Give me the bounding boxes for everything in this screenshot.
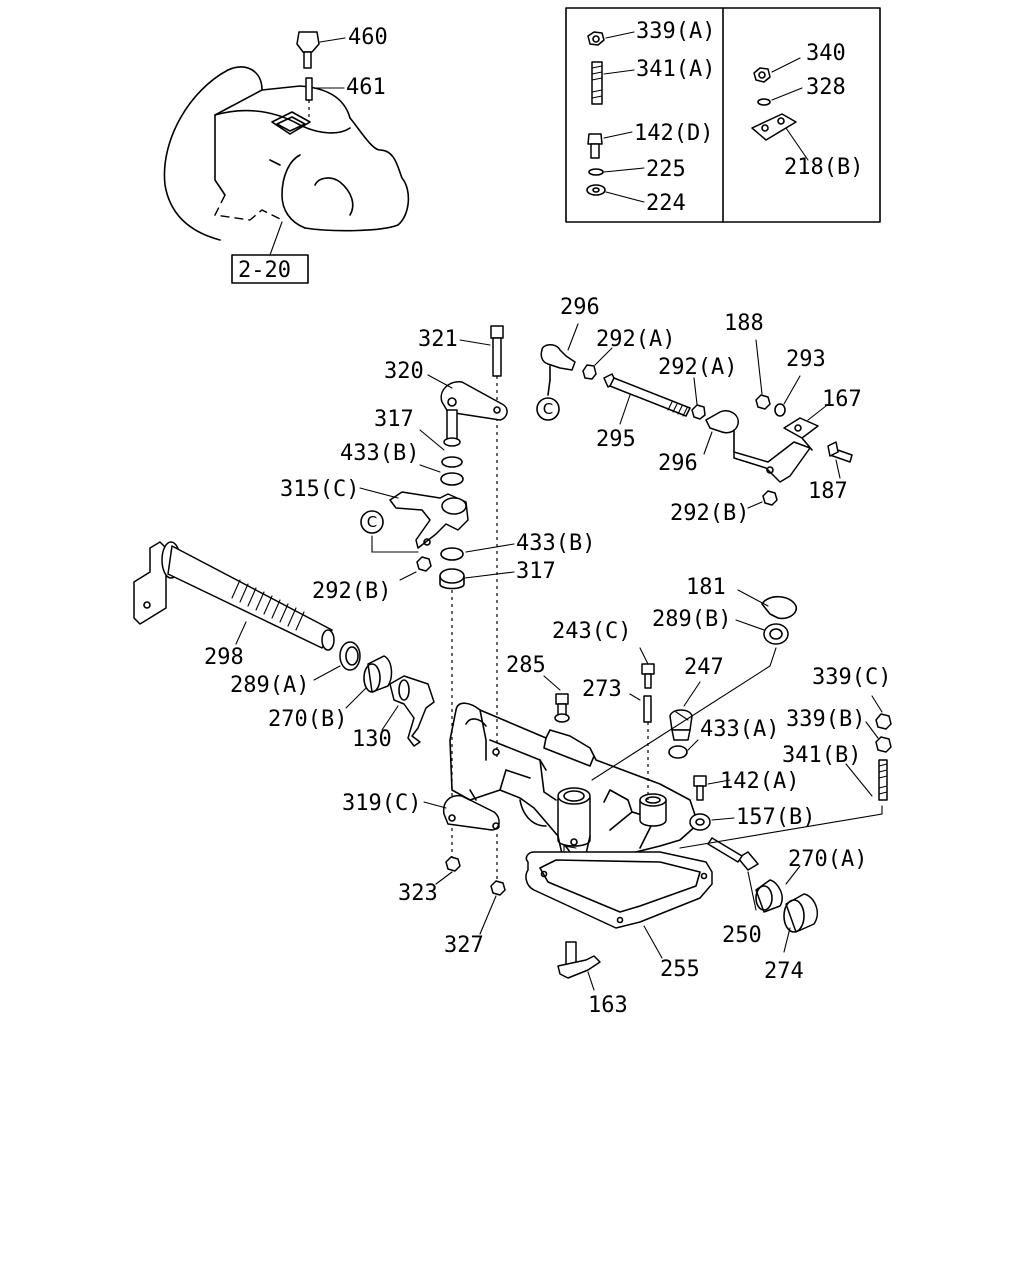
label-285: 285 xyxy=(506,653,546,678)
part-460-bolt xyxy=(296,31,346,69)
label-218b: 218(B) xyxy=(784,155,863,180)
label-292b-right: 292(B) xyxy=(670,501,749,526)
marker-c-left: C xyxy=(360,510,384,534)
label-298: 298 xyxy=(204,645,244,670)
ref-box-2-20 xyxy=(231,254,309,284)
label-319c: 319(C) xyxy=(342,791,421,816)
label-142a: 142(A) xyxy=(720,769,799,794)
label-142d: 142(D) xyxy=(634,121,713,146)
label-167: 167 xyxy=(822,387,862,412)
label-460: 460 xyxy=(348,25,388,50)
label-433b-lower: 433(B) xyxy=(516,531,595,556)
label-341a: 341(A) xyxy=(636,57,715,82)
label-270b: 270(B) xyxy=(268,707,347,732)
label-317-lower: 317 xyxy=(516,559,556,584)
label-321: 321 xyxy=(418,327,458,352)
label-292a-1: 292(A) xyxy=(596,327,675,352)
label-188: 188 xyxy=(724,311,764,336)
svg-text:C: C xyxy=(543,400,553,418)
label-250: 250 xyxy=(722,923,762,948)
label-320: 320 xyxy=(384,359,424,384)
label-255: 255 xyxy=(660,957,700,982)
label-289b: 289(B) xyxy=(652,607,731,632)
label-289a: 289(A) xyxy=(230,673,309,698)
lever-stack xyxy=(359,325,515,860)
transmission-assembly xyxy=(163,66,410,256)
label-247: 247 xyxy=(684,655,724,680)
label-292b-left: 292(B) xyxy=(312,579,391,604)
label-433b-upper: 433(B) xyxy=(340,441,419,466)
label-270a: 270(A) xyxy=(788,847,867,872)
part-labels: 460 461 2-20 339(A) 341(A) 142(D) 225 22… xyxy=(204,19,891,1018)
label-339c: 339(C) xyxy=(812,665,891,690)
label-274: 274 xyxy=(764,959,804,984)
label-328: 328 xyxy=(806,75,846,100)
shift-housing xyxy=(423,589,892,991)
label-433a: 433(A) xyxy=(700,717,779,742)
label-163: 163 xyxy=(588,993,628,1018)
label-317-upper: 317 xyxy=(374,407,414,432)
label-187: 187 xyxy=(808,479,848,504)
label-181: 181 xyxy=(686,575,726,600)
label-130: 130 xyxy=(352,727,392,752)
label-461: 461 xyxy=(346,75,386,100)
label-327: 327 xyxy=(444,933,484,958)
shift-shaft-298 xyxy=(133,541,435,747)
label-323: 323 xyxy=(398,881,438,906)
label-ref: 2-20 xyxy=(238,258,291,283)
label-296-top: 296 xyxy=(560,295,600,320)
label-339b: 339(B) xyxy=(786,707,865,732)
label-273: 273 xyxy=(582,677,622,702)
marker-c-upper: C xyxy=(536,397,560,421)
label-315c: 315(C) xyxy=(280,477,359,502)
label-243c: 243(C) xyxy=(552,619,631,644)
label-295: 295 xyxy=(596,427,636,452)
label-224: 224 xyxy=(646,191,686,216)
label-157b: 157(B) xyxy=(736,805,815,830)
inset-box xyxy=(565,7,881,223)
label-339a: 339(A) xyxy=(636,19,715,44)
part-461-pin xyxy=(305,77,345,120)
label-225: 225 xyxy=(646,157,686,182)
label-341b: 341(B) xyxy=(782,743,861,768)
label-296-right: 296 xyxy=(658,451,698,476)
label-292a-2: 292(A) xyxy=(658,355,737,380)
label-340: 340 xyxy=(806,41,846,66)
svg-text:C: C xyxy=(367,513,377,531)
linkage-rod-assembly xyxy=(540,323,853,509)
label-293: 293 xyxy=(786,347,826,372)
